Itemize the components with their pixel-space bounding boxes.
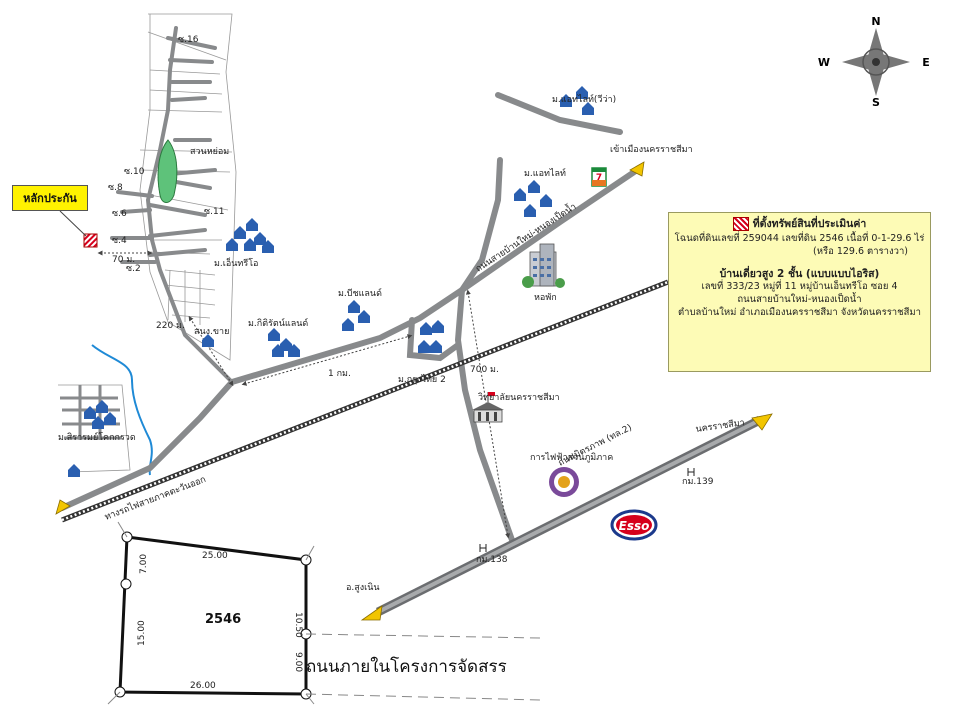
property-info-box: ที่ตั้งทรัพย์สินที่ประเมินค่า โฉนดที่ดิน… (668, 212, 931, 372)
label-pea: การไฟฟ้าส่วนภูมิภาค (530, 452, 613, 463)
park-area (157, 139, 178, 203)
plot-number: 2546 (205, 612, 242, 627)
esso-logo-icon (610, 509, 658, 541)
dormitory-building-icon (522, 243, 565, 288)
compass-e: E (922, 56, 930, 69)
label-kittirat: ม.กิติรัตน์แลนด์ (248, 317, 308, 329)
label-soi8: ซ.8 (108, 183, 123, 193)
house-icons (68, 86, 594, 477)
label-soi2: ซ.2 (126, 264, 141, 274)
label-entrio: ม.เอ็นทรีโอ (214, 256, 258, 269)
info-district-line: ตำบลบ้านใหม่ อำเภอเมืองนครราชสีมา จังหวั… (678, 306, 921, 318)
label-krungthai: ม.กรุงไทย 2 (398, 374, 446, 385)
label-soi10: ซ.10 (124, 167, 145, 177)
label-to-city: เข้าเมืองนครราชสีมา (610, 144, 693, 155)
label-athlight-viva: ม.แอทไลท์(วีว่า) (552, 93, 616, 105)
info-road-line: ถนนสายบ้านใหม่-หนองเป็ดน้ำ (737, 293, 862, 305)
esso-label: Esso (619, 519, 650, 533)
plot-left-bottom-length: 15.00 (137, 620, 147, 646)
label-beachland: ม.บีชแลนด์ (338, 287, 382, 299)
compass-n: N (871, 15, 880, 28)
plot-bottom-length: 26.00 (190, 681, 216, 691)
label-sirarom: ม.สิรารมย์โคกกรวด (58, 431, 136, 443)
label-1km: 1 กม. (328, 369, 351, 379)
direction-arrow-icons (55, 161, 773, 621)
pea-logo-icon (549, 467, 579, 497)
info-heading: ที่ตั้งทรัพย์สินที่ประเมินค่า (752, 218, 867, 230)
info-heading-row: ที่ตั้งทรัพย์สินที่ประเมินค่า (673, 217, 926, 232)
distance-dimension-lines (97, 250, 511, 539)
km-post-icons (479, 468, 695, 552)
seven-eleven-label: 7 (596, 173, 602, 183)
label-700m: 700 ม. (470, 365, 499, 375)
compass-s: S (872, 96, 880, 109)
railway-line (61, 279, 669, 523)
label-km138: กม.138 (476, 555, 508, 565)
plot-right-bottom-length: 9.00 (293, 652, 303, 672)
college-building-icon (472, 392, 504, 423)
project-road-label: ถนนภายในโครงการจัดสรร (306, 657, 507, 677)
label-dormitory: หอพัก (534, 293, 557, 303)
plot-diagram (107, 521, 541, 705)
map-labels: ซ.16 สวนหย่อม ซ.10 ซ.8 ซ.11 ซ.6 ซ.4 70 ม… (58, 35, 745, 593)
label-park: สวนหย่อม (190, 147, 229, 157)
label-athlight: ม.แอทไลท์ (524, 167, 566, 179)
label-sungnoen: อ.สูงเนิน (346, 582, 380, 593)
callout-leader (59, 210, 87, 237)
info-area-line: (หรือ 129.6 ตารางวา) (813, 245, 908, 257)
label-college: วิทยาลัยนครราชสีมา (478, 392, 560, 403)
plot-top-length: 25.00 (202, 551, 228, 561)
collateral-callout: หลักประกัน (12, 185, 88, 211)
mittraphap-highway (375, 415, 763, 617)
label-km139: กม.139 (682, 477, 714, 487)
plot-left-top-length: 7.00 (139, 554, 149, 574)
plot-dimensions: 25.00 26.00 7.00 15.00 10.50 9.00 (137, 551, 303, 691)
info-deed-line: โฉนดที่ดินเลขที่ 259044 เลขที่ดิน 2546 เ… (674, 233, 925, 245)
label-soi4: ซ.4 (112, 236, 127, 246)
label-sales-office: สนง.ขาย (194, 327, 229, 337)
compass-rose-icon (842, 28, 910, 96)
label-220m: 220 ม. (156, 321, 185, 331)
label-soi16: ซ.16 (178, 35, 199, 45)
canal-line (91, 344, 153, 476)
info-address-line: เลขที่ 333/23 หมู่ที่ 11 หมู่บ้านเอ็นทรี… (701, 280, 898, 292)
property-marker-swatch (732, 217, 749, 232)
label-70m: 70 ม. (112, 255, 135, 265)
property-marker (83, 233, 98, 248)
label-soi11: ซ.11 (204, 207, 224, 217)
label-soi6: ซ.6 (112, 209, 127, 219)
info-house-title: บ้านเดี่ยวสูง 2 ชั้น (แบบแบบไอริส) (719, 267, 880, 280)
plot-right-top-length: 10.50 (293, 612, 303, 638)
subdivision-grid (139, 13, 237, 361)
seven-eleven-icon (591, 167, 607, 187)
compass-w: W (818, 56, 830, 69)
